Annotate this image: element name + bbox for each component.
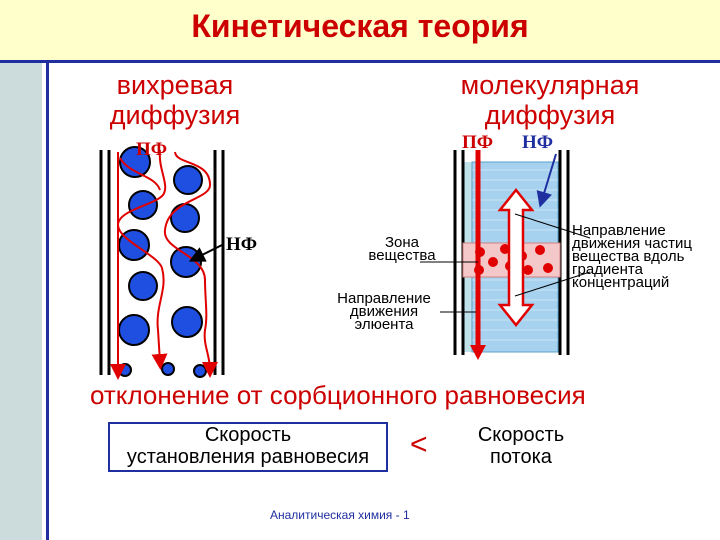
substance-particle xyxy=(500,244,510,254)
substance-particle xyxy=(535,245,545,255)
right-heading-line2: диффузия xyxy=(484,100,616,130)
particles-label-line5: концентраций xyxy=(572,274,670,291)
eluent-flow-arrowhead xyxy=(470,345,486,360)
eluent-label-line3: элюента xyxy=(354,316,414,333)
eluent-label-line2: движения xyxy=(349,303,419,320)
flow-path xyxy=(163,151,218,378)
particle xyxy=(173,165,203,195)
left-divider xyxy=(46,62,49,540)
eluent-label: Направление движения элюента xyxy=(322,290,446,333)
left-heading-line2: диффузия xyxy=(109,100,241,130)
slide-title: Кинетическая теория xyxy=(191,8,529,44)
footer-text: Аналитическая химия - 1 xyxy=(270,508,410,522)
particle xyxy=(170,203,200,233)
particles-label-line2: движения частиц xyxy=(572,235,692,252)
nf-blue-pointer xyxy=(536,153,557,208)
nf-label-right: НФ xyxy=(522,132,554,153)
nf-label-left: НФ xyxy=(226,234,258,255)
particle xyxy=(119,146,151,178)
zone-label-line2: вещества xyxy=(368,247,436,264)
substance-particle xyxy=(523,265,533,275)
particles-label-line1: Направление xyxy=(572,222,666,239)
flow-rate-line2: потока xyxy=(490,446,552,468)
particles-label: Направление движения частиц вещества вдо… xyxy=(572,222,716,291)
particle xyxy=(128,271,158,301)
flow-path xyxy=(119,157,161,191)
zone-label: Зона вещества xyxy=(360,234,444,264)
zone-label-line1: Зона xyxy=(384,234,420,251)
header-band xyxy=(0,0,720,62)
substance-particle xyxy=(488,257,498,267)
pf-label-left: ПФ xyxy=(136,139,168,160)
diffusion-double-arrow xyxy=(497,187,535,328)
equilibrium-rate-line2: установления равновесия xyxy=(126,446,370,468)
flow-path xyxy=(116,149,168,370)
particle xyxy=(171,306,203,338)
header-divider xyxy=(0,60,720,63)
particles-leader-1 xyxy=(514,213,591,239)
eluent-label-line1: Направление xyxy=(337,290,431,307)
particles-label-line3: вещества вдоль xyxy=(572,248,685,265)
right-heading: молекулярная диффузия xyxy=(440,70,660,130)
equilibrium-rate-line1: Скорость xyxy=(204,424,292,446)
substance-particle xyxy=(543,263,553,273)
flow-rate-box: Скорость потока xyxy=(468,422,574,472)
flow-rate-line1: Скорость xyxy=(477,424,565,446)
particles-leader-2 xyxy=(514,271,591,297)
equilibrium-rate-box: Скорость установления равновесия xyxy=(108,422,388,472)
particle xyxy=(193,364,207,378)
left-heading: вихревая диффузия xyxy=(90,70,260,130)
particles-label-line4: градиента xyxy=(572,261,643,278)
particle xyxy=(161,362,175,376)
nf-pointer-arrow xyxy=(188,244,223,262)
pf-label-right: ПФ xyxy=(462,132,494,153)
particle xyxy=(118,363,132,377)
particle xyxy=(118,314,150,346)
deviation-text: отклонение от сорбционного равновесия xyxy=(90,380,586,410)
less-than-sign: < xyxy=(410,428,428,461)
left-decor-band xyxy=(0,62,42,540)
right-heading-line1: молекулярная xyxy=(460,70,640,100)
left-heading-line1: вихревая xyxy=(116,70,234,100)
